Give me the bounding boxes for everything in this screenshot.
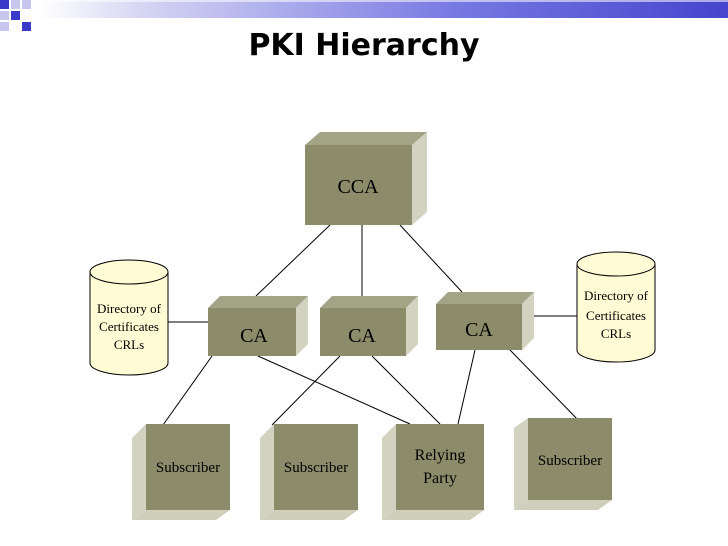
- directory-left-line-3: CRLs: [114, 337, 144, 352]
- subscriber-1-label: Subscriber: [156, 460, 220, 476]
- relying-party-node: Relying Party: [382, 424, 484, 520]
- ca-middle-node: CA: [320, 296, 418, 356]
- subscriber-2-node: Subscriber: [260, 424, 358, 520]
- directory-left-cylinder: Directory of Certificates CRLs: [89, 259, 169, 376]
- link-ca-right-relying-party: [457, 349, 476, 425]
- link-ca-right-subscriber-3: [509, 349, 583, 425]
- ca-left-label: CA: [240, 325, 268, 347]
- ca-left-node: CA: [208, 296, 308, 356]
- subscriber-3-node: Subscriber: [514, 418, 612, 510]
- directory-right-line-2: Certificates: [586, 308, 646, 323]
- directory-left-line-2: Certificates: [99, 319, 159, 334]
- link-cca-ca-right: [399, 224, 463, 293]
- link-ca-middle-subscriber-2: [271, 355, 341, 426]
- directory-right-cylinder: Directory of Certificates CRLs: [576, 251, 656, 363]
- directory-right-line-1: Directory of: [584, 288, 649, 303]
- cca-label: CCA: [337, 176, 379, 198]
- link-cca-ca-left: [255, 224, 331, 297]
- relying-party-label-line-2: Party: [423, 470, 457, 487]
- subscriber-2-label: Subscriber: [284, 460, 348, 476]
- connector-lines: [162, 224, 583, 426]
- ca-middle-label: CA: [348, 325, 376, 347]
- subscriber-1-node: Subscriber: [132, 424, 230, 520]
- ca-right-node: CA: [436, 292, 534, 350]
- page-title: PKI Hierarchy: [248, 28, 480, 63]
- corner-squares-decoration: [0, 0, 31, 31]
- header-stripe-decoration: [0, 0, 728, 31]
- link-ca-left-relying-party: [257, 355, 411, 425]
- subscriber-3-label: Subscriber: [538, 453, 602, 469]
- cca-node: CCA: [305, 132, 427, 225]
- link-ca-middle-relying-party: [371, 355, 441, 425]
- relying-party-label-line-1: Relying: [415, 447, 466, 464]
- ca-right-label: CA: [465, 319, 493, 341]
- directory-right-line-3: CRLs: [601, 326, 631, 341]
- directory-left-line-1: Directory of: [97, 301, 162, 316]
- link-ca-left-subscriber-1: [162, 355, 213, 426]
